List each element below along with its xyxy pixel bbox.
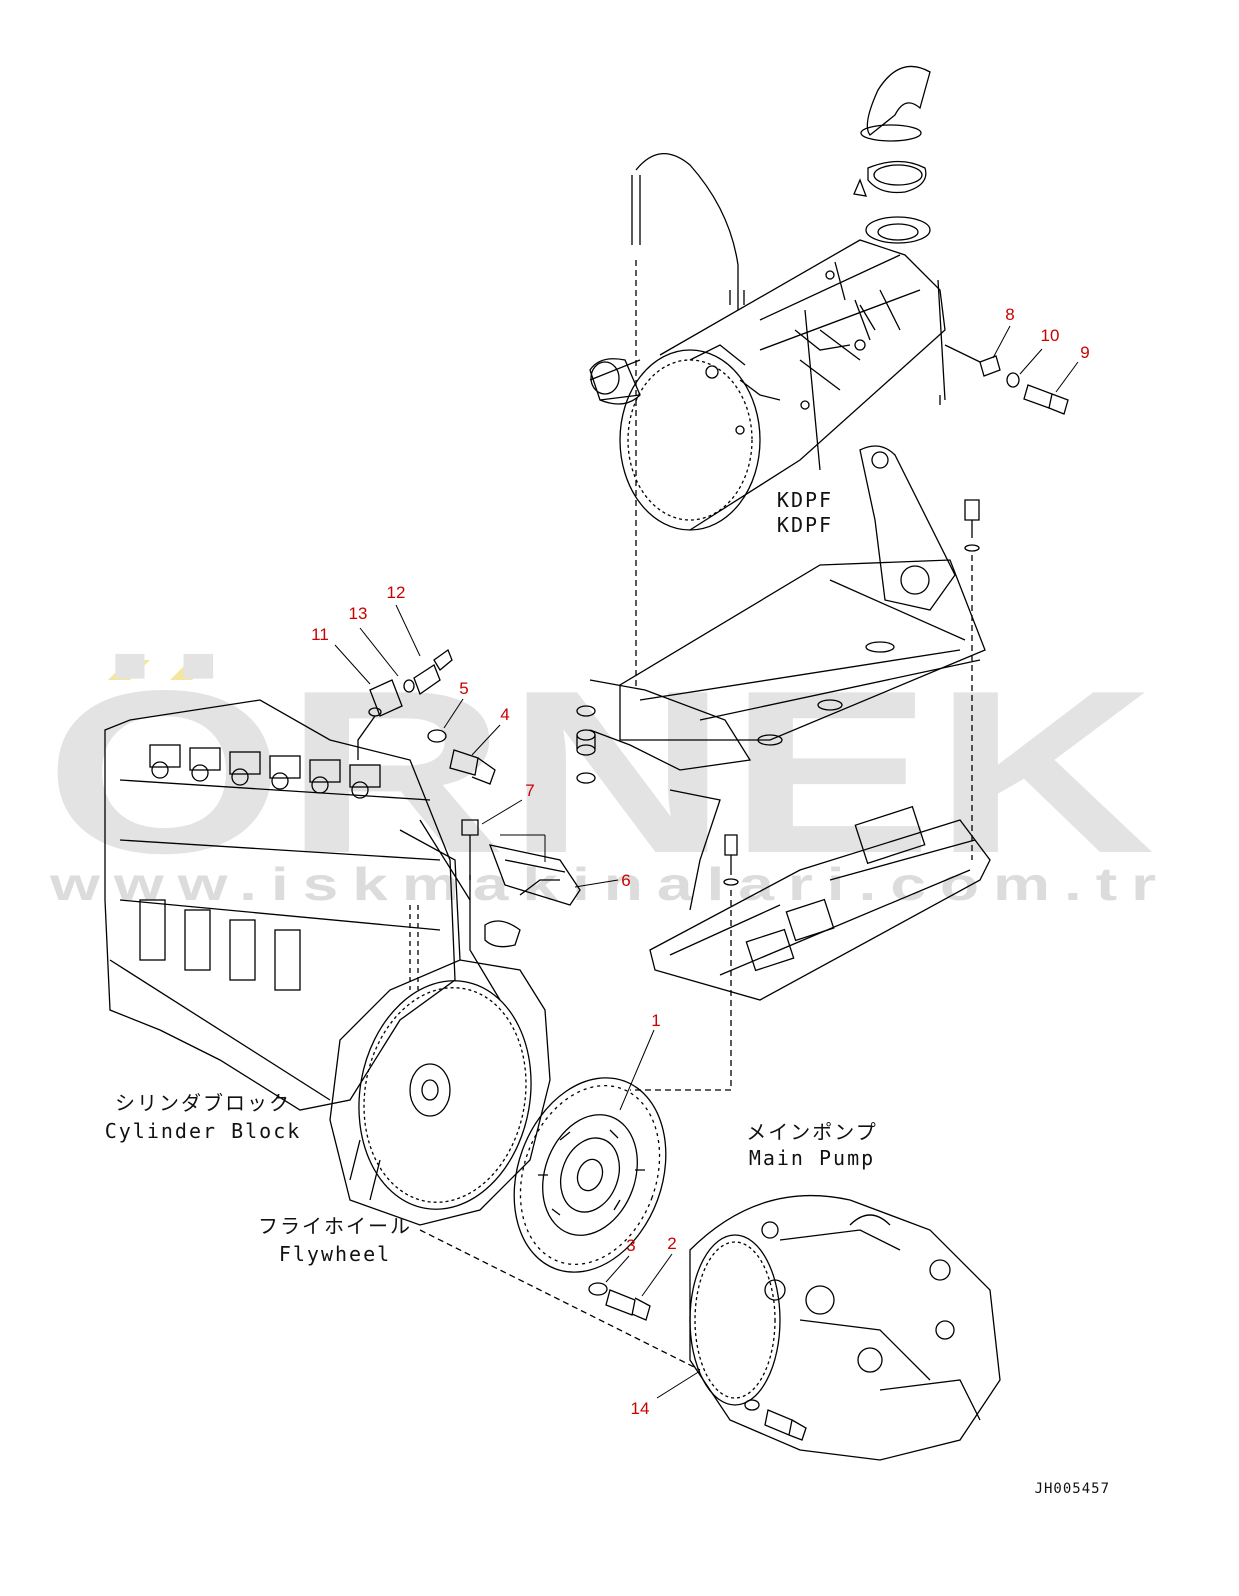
line-art [104, 65, 1079, 1461]
parts-8-9-10-drawing [944, 344, 1069, 415]
main-pump-label-en: Main Pump [749, 1146, 875, 1170]
cylinder-block-label-ja: シリンダブロック [115, 1091, 291, 1115]
callout-3: 3 [626, 1236, 635, 1255]
callout-13: 13 [349, 604, 368, 623]
callout-10: 10 [1041, 326, 1060, 345]
component-labels: KDPF KDPF シリンダブロック Cylinder Block フライホイー… [105, 488, 877, 1266]
washers-drawing [576, 705, 596, 784]
callout-12: 12 [387, 583, 406, 602]
flywheel-label-en: Flywheel [279, 1242, 391, 1266]
leader-lines [334, 325, 1079, 1399]
watermark-url-text: www.iskmakinalari.com.tr [49, 858, 1170, 910]
callout-6: 6 [621, 871, 630, 890]
callout-14: 14 [631, 1399, 650, 1418]
intake-elbow-drawing [853, 65, 931, 244]
parts-11-12-13-drawing [357, 648, 453, 760]
callout-4: 4 [500, 705, 509, 724]
callout-7: 7 [525, 781, 534, 800]
clutch-disc-drawing [513, 1077, 667, 1273]
kdpf-drawing [589, 239, 946, 531]
callout-11: 11 [311, 625, 329, 644]
flywheel-drawing [329, 959, 701, 1371]
sensor-harness-drawing [631, 152, 745, 690]
engine-drawing [104, 699, 521, 1111]
callout-1: 1 [651, 1011, 660, 1030]
callout-2: 2 [667, 1234, 676, 1253]
kdpf-label-en: KDPF [777, 513, 833, 537]
parts-2-3-drawing [588, 1282, 651, 1321]
flywheel-label-ja: フライホイール [258, 1214, 412, 1238]
callout-8: 8 [1005, 305, 1014, 324]
callout-numbers: 1 2 3 4 5 6 7 8 9 10 11 12 13 14 [311, 305, 1090, 1418]
bracket-drawing [589, 445, 991, 1091]
parts-4-5-drawing [427, 729, 496, 785]
drawing-id: JH005457 [1035, 1481, 1110, 1497]
main-pump-drawing [689, 1194, 1001, 1461]
cylinder-block-label-en: Cylinder Block [105, 1119, 302, 1143]
main-pump-label-ja: メインポンプ [746, 1120, 877, 1144]
callout-5: 5 [459, 679, 468, 698]
callout-9: 9 [1080, 343, 1089, 362]
kdpf-label-ja: KDPF [777, 488, 833, 512]
